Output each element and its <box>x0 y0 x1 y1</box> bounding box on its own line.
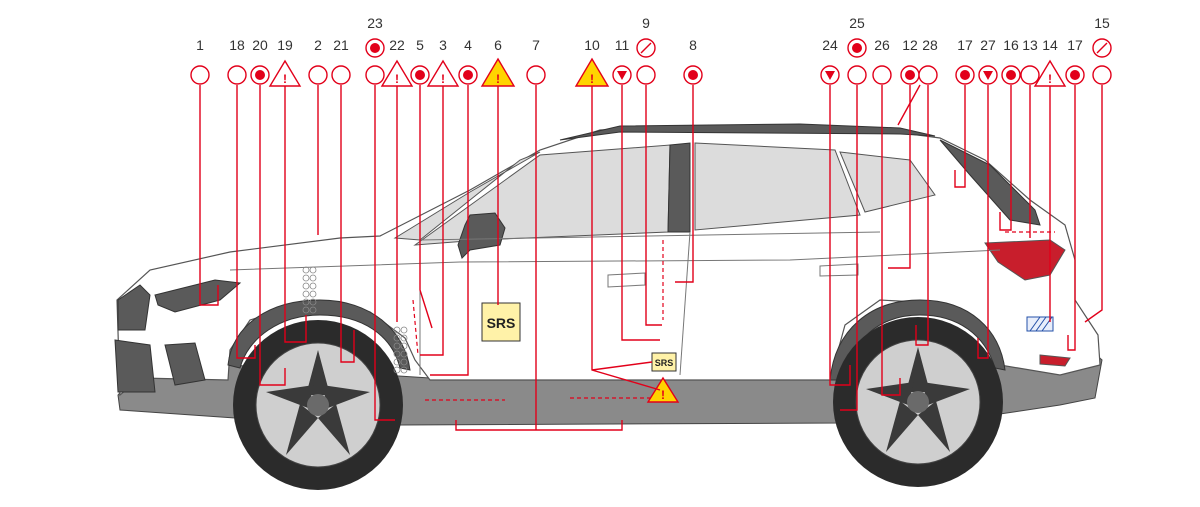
marker-11 <box>612 65 632 85</box>
svg-text:!: ! <box>590 72 594 86</box>
marker-4 <box>458 65 478 85</box>
label-24: 24 <box>822 37 838 53</box>
svg-text:!: ! <box>1048 72 1052 86</box>
svg-text:!: ! <box>441 72 445 86</box>
marker-27 <box>978 65 998 85</box>
label-28: 28 <box>922 37 938 53</box>
srs-badge-small: SRS <box>651 352 677 372</box>
label-11: 11 <box>615 37 630 53</box>
marker-3: ! <box>426 59 460 87</box>
marker-17a <box>955 65 975 85</box>
marker-13 <box>1020 65 1040 85</box>
label-25: 25 <box>849 15 865 31</box>
marker-12 <box>900 65 920 85</box>
marker-5 <box>410 65 430 85</box>
label-3: 3 <box>439 37 447 53</box>
marker-15-gauge <box>1092 38 1112 58</box>
svg-text:SRS: SRS <box>487 315 516 331</box>
label-20: 20 <box>252 37 268 53</box>
marker-21 <box>331 65 351 85</box>
label-9: 9 <box>642 15 650 31</box>
svg-text:SRS: SRS <box>655 358 674 368</box>
label-18: 18 <box>229 37 245 53</box>
marker-7 <box>526 65 546 85</box>
marker-20 <box>250 65 270 85</box>
marker-25-top <box>847 38 867 58</box>
label-26: 26 <box>874 37 890 53</box>
label-4: 4 <box>464 37 472 53</box>
label-22: 22 <box>389 37 405 53</box>
marker-15-row <box>1092 65 1112 85</box>
marker-16 <box>1001 65 1021 85</box>
label-2: 2 <box>314 37 322 53</box>
marker-14: ! <box>1033 59 1067 87</box>
svg-text:!: ! <box>283 72 287 86</box>
marker-22: ! <box>380 59 414 87</box>
label-8: 8 <box>689 37 697 53</box>
car-body-drawing <box>114 123 1103 490</box>
marker-23-top <box>365 38 385 58</box>
leader-lines <box>199 84 1103 431</box>
svg-text:!: ! <box>661 388 665 402</box>
label-5: 5 <box>416 37 424 53</box>
marker-2 <box>308 65 328 85</box>
label-14: 14 <box>1042 37 1058 53</box>
label-7: 7 <box>532 37 540 53</box>
label-6: 6 <box>494 37 502 53</box>
marker-9-row <box>636 65 656 85</box>
marker-17b <box>1065 65 1085 85</box>
marker-24 <box>820 65 840 85</box>
label-1: 1 <box>196 37 204 53</box>
label-10: 10 <box>584 37 600 53</box>
marker-9-gauge <box>636 38 656 58</box>
marker-6: ! <box>480 57 516 87</box>
warning-triangle-sill: ! <box>646 376 680 403</box>
number-labels: 1 18 20 19 2 21 23 22 5 3 4 6 7 10 11 9 … <box>196 15 1110 53</box>
srs-badge-large: SRS <box>481 302 521 342</box>
rear-wheel <box>833 317 1003 487</box>
label-12: 12 <box>902 37 918 53</box>
marker-26 <box>872 65 892 85</box>
marker-23-row <box>365 65 385 85</box>
svg-text:!: ! <box>496 72 500 86</box>
label-21: 21 <box>333 37 349 53</box>
front-wheel <box>233 320 403 490</box>
marker-10: ! <box>574 57 610 87</box>
marker-18 <box>227 65 247 85</box>
label-19: 19 <box>277 37 293 53</box>
marker-25-row <box>847 65 867 85</box>
label-16: 16 <box>1003 37 1019 53</box>
label-17a: 17 <box>957 37 973 53</box>
label-13: 13 <box>1022 37 1038 53</box>
svg-text:!: ! <box>395 72 399 86</box>
marker-28 <box>918 65 938 85</box>
label-23: 23 <box>367 15 383 31</box>
label-15: 15 <box>1094 15 1110 31</box>
marker-8 <box>683 65 703 85</box>
label-17b: 17 <box>1067 37 1083 53</box>
marker-1 <box>190 65 210 85</box>
label-27: 27 <box>980 37 996 53</box>
marker-19: ! <box>268 59 302 87</box>
